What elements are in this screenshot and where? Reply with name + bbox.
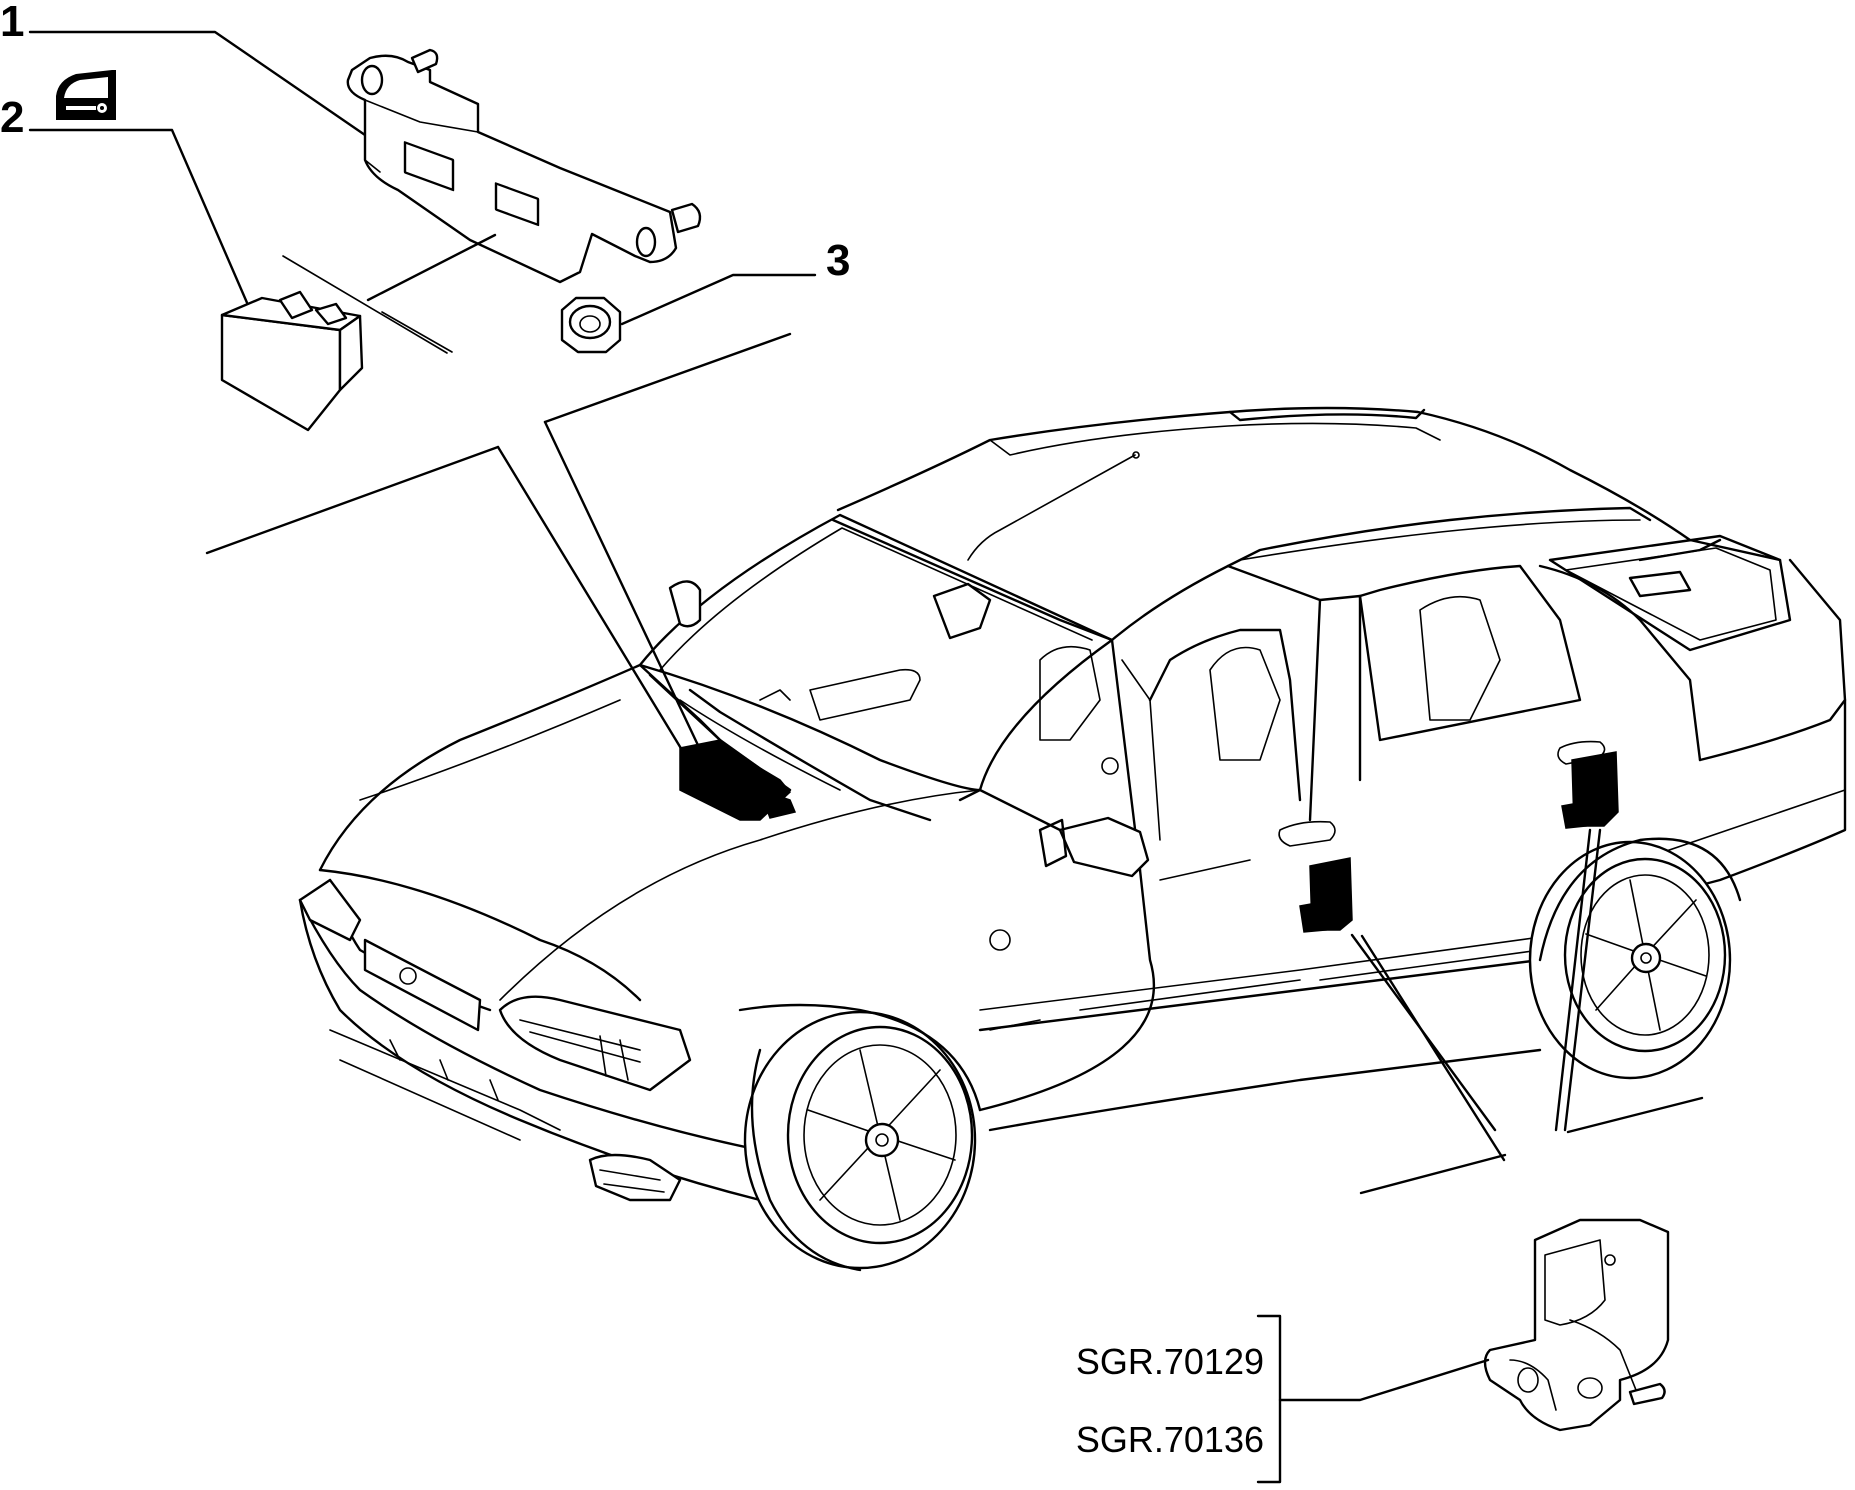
- reference-line: [543, 332, 792, 424]
- control-unit-part: [220, 290, 364, 432]
- callout-3: 3: [620, 236, 850, 326]
- part-leader: [496, 445, 687, 757]
- door-lock-actuator-part: [1483, 1218, 1670, 1432]
- front-wheel: [743, 1010, 977, 1272]
- callout-2-leader: [28, 128, 250, 307]
- headlight-left: [298, 878, 362, 942]
- door-handle: [1278, 820, 1336, 847]
- part-leader: [1360, 934, 1506, 1162]
- callout-2: 2: [0, 70, 250, 307]
- callout-1: 1: [0, 0, 367, 137]
- nut-part: [560, 296, 622, 354]
- bracket-leader: [1278, 1358, 1490, 1402]
- reference-line: [1566, 1096, 1704, 1134]
- door-handle: [1557, 740, 1606, 765]
- car-outline: [298, 406, 1847, 1272]
- bracket-hole: [635, 226, 657, 258]
- bracket-hole: [360, 64, 384, 96]
- mounting-bracket-part: [346, 48, 702, 284]
- side-mirror: [1058, 816, 1150, 878]
- module-under-hood: [679, 739, 797, 821]
- bracket-slot: [403, 141, 455, 192]
- module-front-door: [1299, 857, 1353, 933]
- bracket-slot: [494, 182, 540, 227]
- fog-light: [588, 1153, 682, 1202]
- part-leader: [1554, 828, 1592, 1132]
- callout-1-leader: [28, 30, 367, 137]
- part-leader: [1563, 828, 1602, 1132]
- front-grille: [363, 938, 482, 1032]
- reference-bracket: SGR.70129 SGR.70136: [1076, 1314, 1490, 1484]
- callout-3-leader: [620, 273, 817, 326]
- callout-1-number: 1: [0, 0, 24, 46]
- reference-line: [205, 445, 500, 555]
- bracket-leader: [366, 233, 497, 302]
- reference-code-2: SGR.70136: [1076, 1419, 1264, 1460]
- reference-code-1: SGR.70129: [1076, 1341, 1264, 1382]
- module-rear-door: [1561, 751, 1619, 829]
- rear-wheel: [1528, 840, 1732, 1080]
- callout-2-number: 2: [0, 93, 24, 142]
- reference-line: [381, 311, 453, 353]
- part-leader: [543, 420, 707, 762]
- headlight-right: [498, 995, 692, 1092]
- reference-line: [1359, 1153, 1507, 1195]
- callout-3-number: 3: [826, 236, 850, 285]
- door-key-icon: [56, 70, 116, 120]
- reference-line: [282, 255, 448, 354]
